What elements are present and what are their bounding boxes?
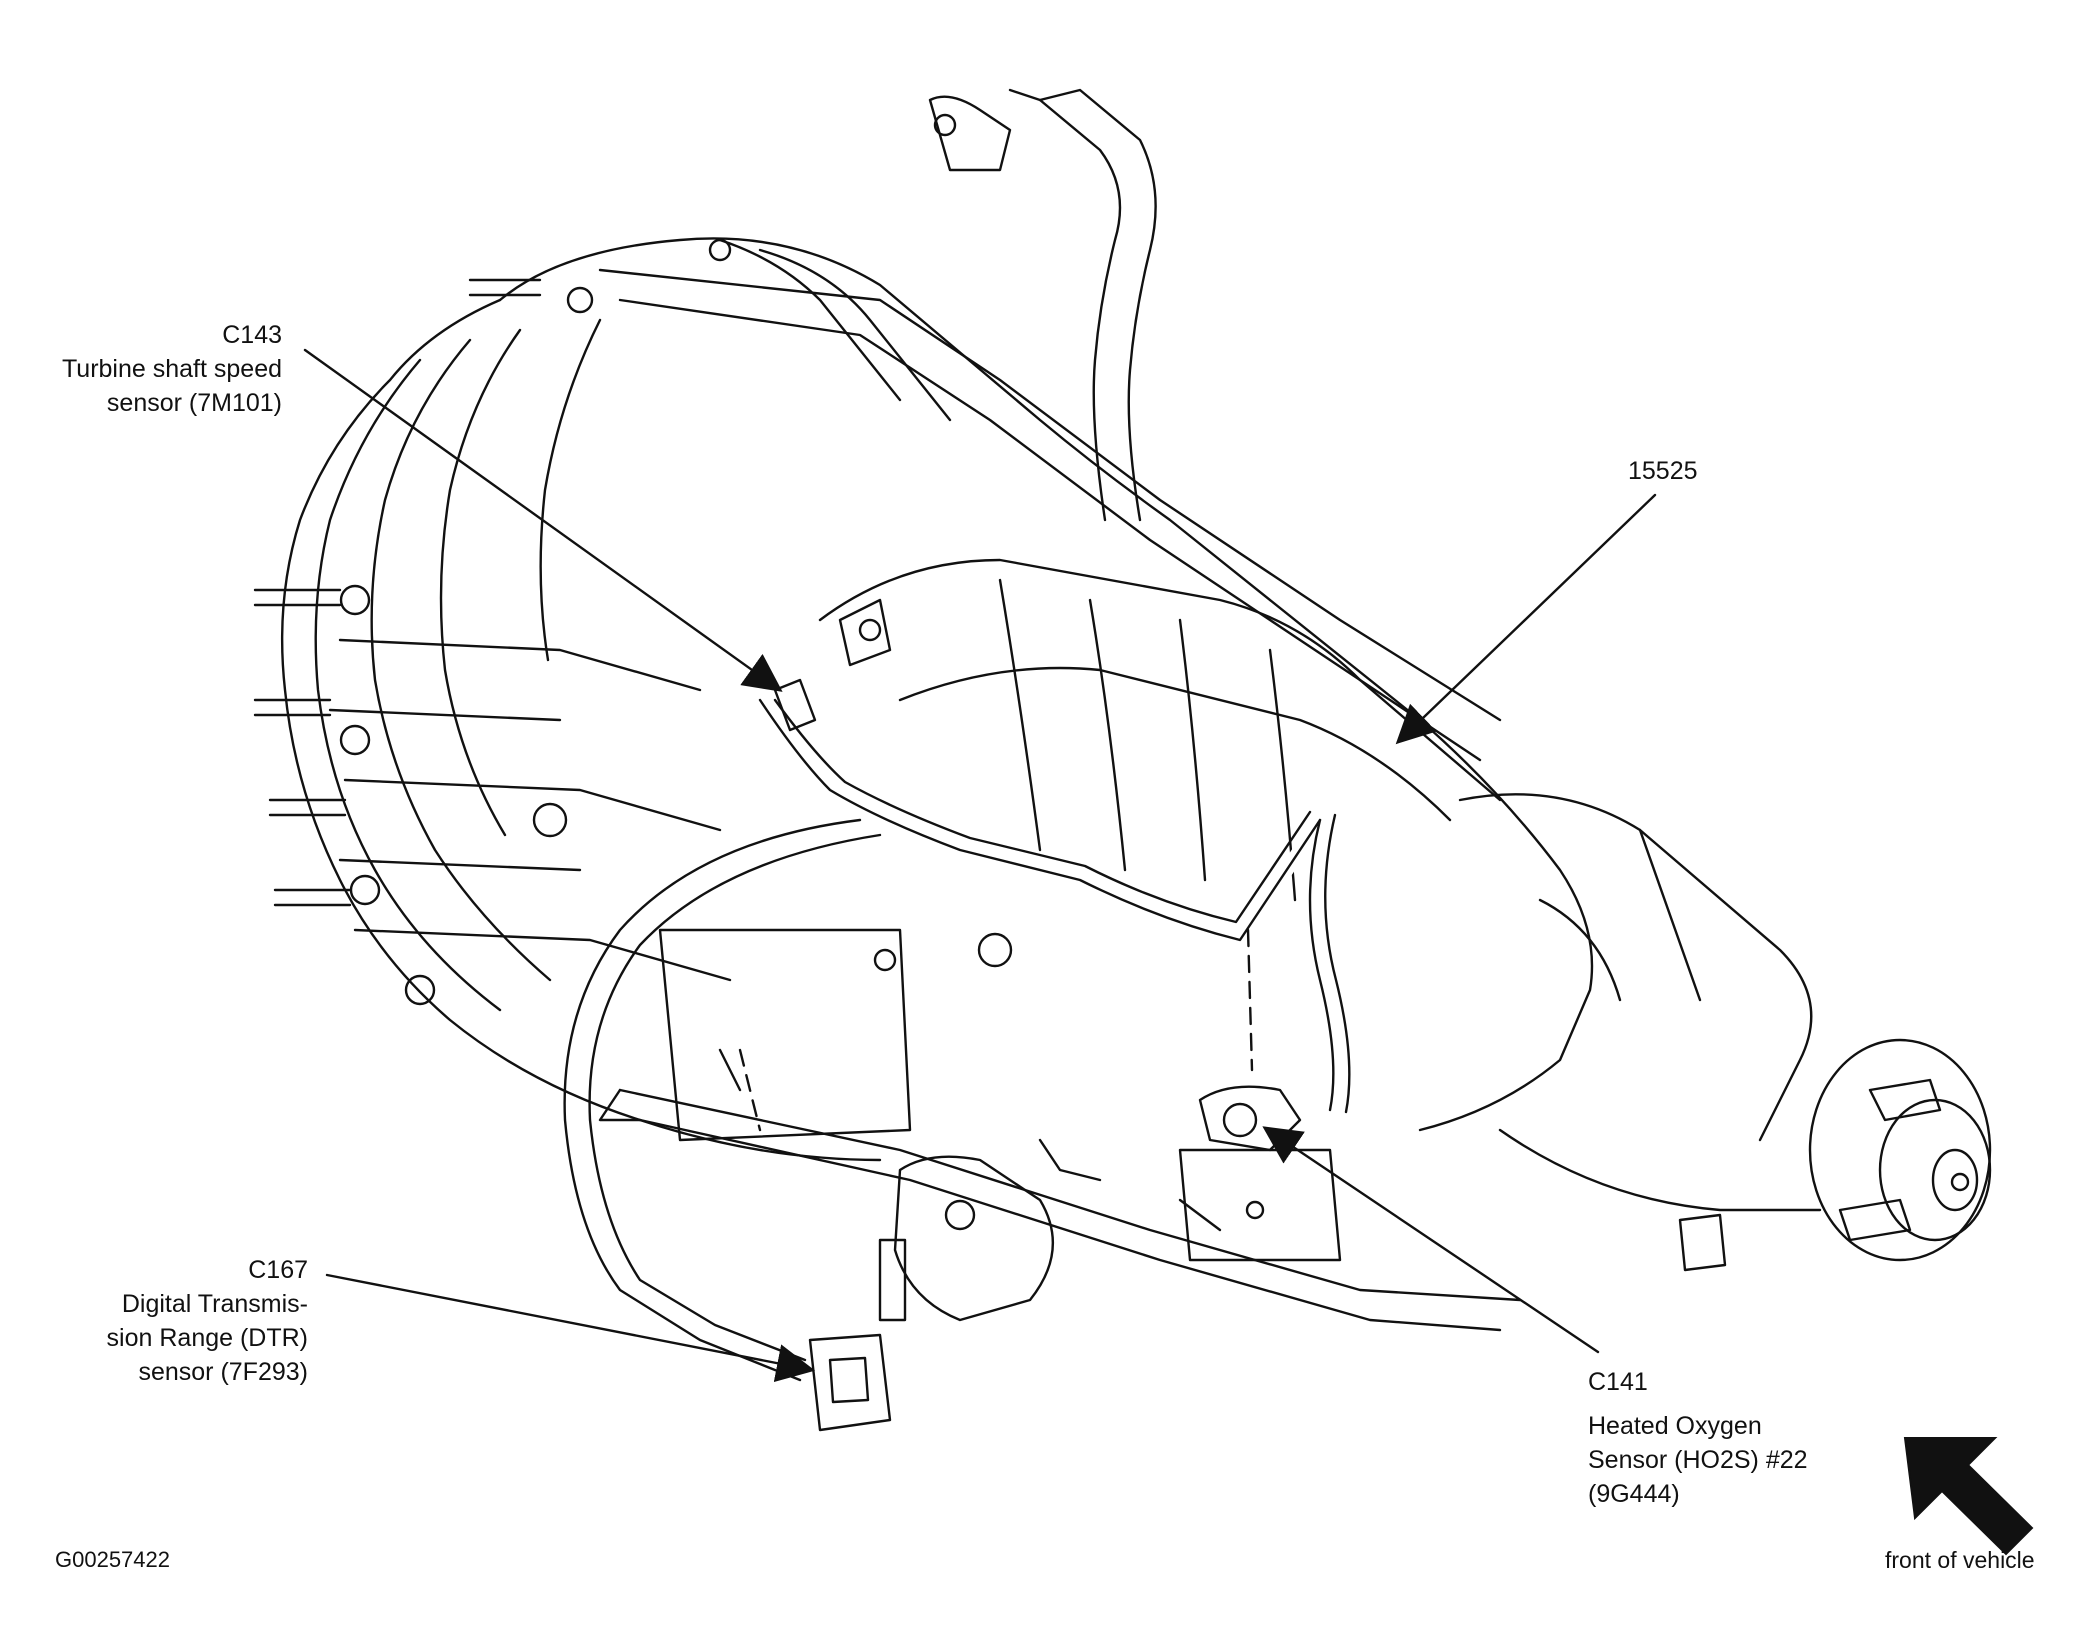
callout-description: sensor (7M101) [106, 389, 282, 417]
callout-description: Heated Oxygen [1588, 1412, 1762, 1440]
callout-c167: C167 Digital Transmis- sion Range (DTR) … [40, 1253, 308, 1389]
callout-c141: C141 Heated Oxygen Sensor (HO2S) #22 (9G… [1588, 1365, 1888, 1511]
callout-description: sensor (7F293) [138, 1358, 308, 1386]
callout-15525: 15525 [1628, 454, 1748, 488]
callout-description: Digital Transmis- [121, 1290, 308, 1318]
transmission-assembly-drawing [253, 88, 1992, 1432]
callout-description: (9G444) [1588, 1480, 1680, 1508]
leader-15525 [1395, 493, 1657, 745]
callout-description: Turbine shaft speed [61, 355, 282, 383]
front-direction-arrow-icon [1903, 1437, 2034, 1556]
leader-c141 [1262, 1126, 1600, 1354]
leader-c143 [303, 348, 783, 692]
orientation-label: front of vehicle [1885, 1547, 2035, 1573]
callout-description: sion Range (DTR) [106, 1324, 308, 1352]
callout-code: C141 [1588, 1368, 1648, 1396]
callout-code: C143 [222, 321, 282, 349]
leader-c167 [325, 1273, 816, 1383]
figure-id: G00257422 [55, 1547, 170, 1572]
callout-c143: C143 Turbine shaft speed sensor (7M101) [20, 318, 282, 420]
leader-lines [303, 348, 1657, 1383]
callout-code: C167 [248, 1256, 308, 1284]
callout-description: Sensor (HO2S) #22 [1588, 1446, 1808, 1474]
callout-code: 15525 [1628, 457, 1698, 485]
